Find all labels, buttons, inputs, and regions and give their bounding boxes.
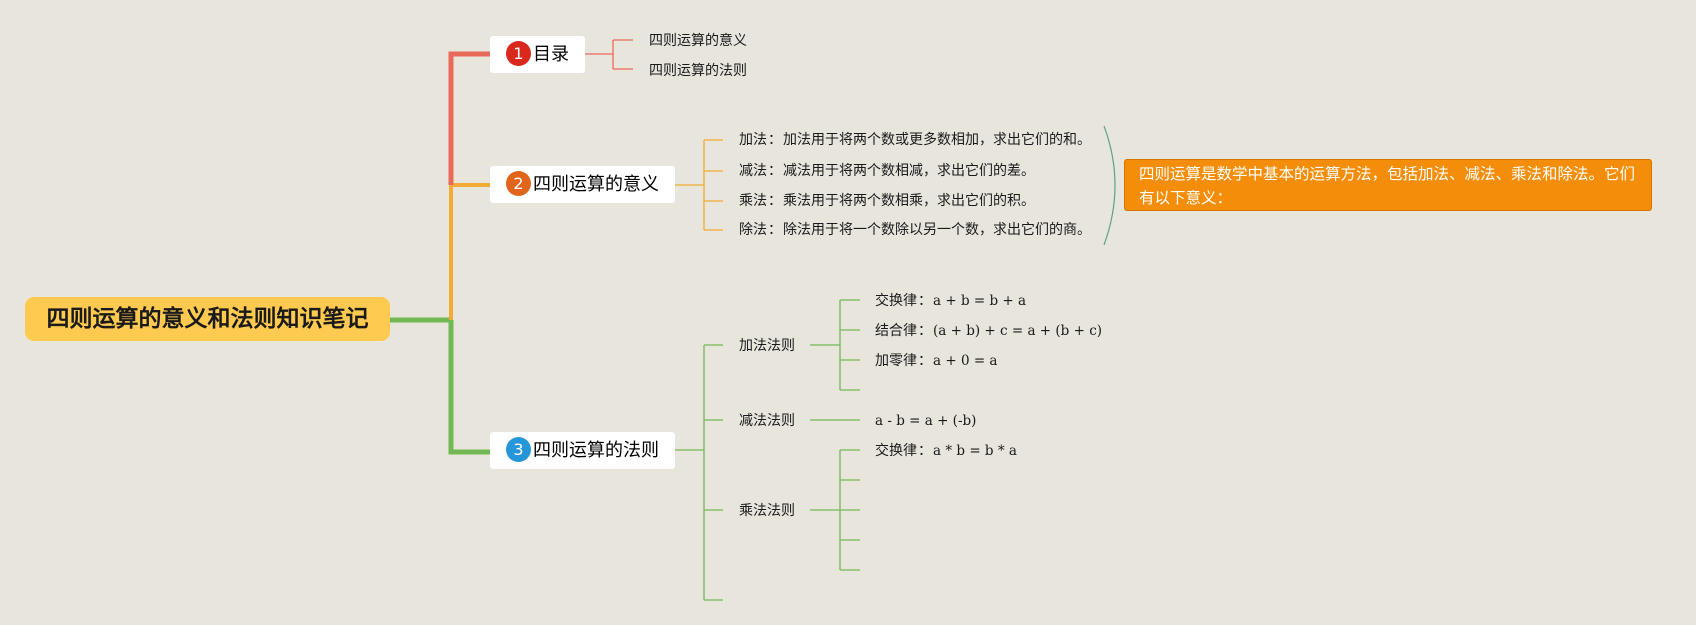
meaning-item-multiply[interactable]: 乘法：乘法用于将两个数相乘，求出它们的积。	[739, 193, 1035, 209]
rule-item[interactable]: 加零律：a + 0 = a	[875, 353, 998, 369]
rule-item[interactable]: 交换律：a * b = b * a	[875, 443, 1017, 459]
number-badge-icon: 3	[506, 436, 531, 462]
branch-meaning-label: 四则运算的意义	[533, 174, 659, 195]
rule-item[interactable]: a - b = a + (-b)	[875, 413, 977, 429]
toc-item[interactable]: 四则运算的法则	[649, 63, 747, 79]
meaning-summary-callout[interactable]: 四则运算是数学中基本的运算方法，包括加法、减法、乘法和除法。它们有以下意义：	[1124, 159, 1652, 211]
meaning-item-add[interactable]: 加法：加法用于将两个数或更多数相加，求出它们的和。	[739, 132, 1091, 148]
number-badge-icon: 1	[506, 40, 531, 66]
meaning-item-subtract[interactable]: 减法：减法用于将两个数相减，求出它们的差。	[739, 163, 1035, 179]
rule-group-subtraction[interactable]: 减法法则	[739, 413, 795, 429]
root-topic[interactable]: 四则运算的意义和法则知识笔记	[25, 297, 390, 341]
rule-item[interactable]: 结合律：(a + b) + c = a + (b + c)	[875, 323, 1103, 339]
number-badge-icon: 2	[506, 170, 531, 196]
branch-toc-label: 目录	[533, 44, 569, 65]
rule-group-multiplication[interactable]: 乘法法则	[739, 503, 795, 519]
branch-rules-label: 四则运算的法则	[533, 440, 659, 461]
toc-item[interactable]: 四则运算的意义	[649, 33, 747, 49]
rule-item[interactable]: 交换律：a + b = b + a	[875, 293, 1027, 309]
rule-group-addition[interactable]: 加法法则	[739, 338, 795, 354]
meaning-item-divide[interactable]: 除法：除法用于将一个数除以另一个数，求出它们的商。	[739, 222, 1091, 238]
